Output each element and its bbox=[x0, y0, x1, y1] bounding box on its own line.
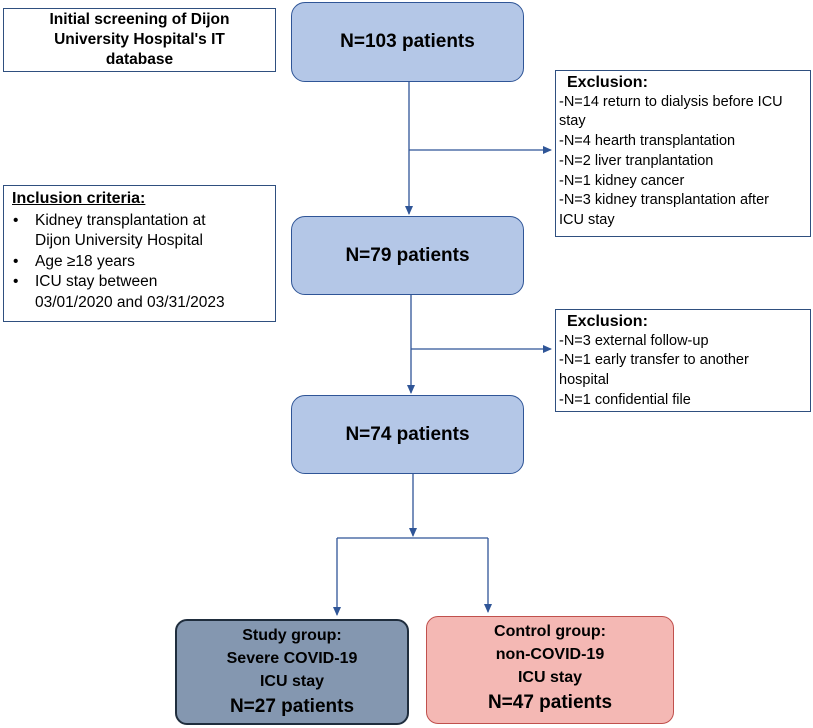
inclusion-item: Age ≥18 years bbox=[12, 252, 269, 273]
exclusion-1-line: stay bbox=[559, 113, 586, 130]
exclusion-1-line: -N=14 return to dialysis before ICU bbox=[559, 93, 783, 110]
node-103-label: N=103 patients bbox=[340, 31, 475, 52]
inclusion-header: Inclusion criteria: bbox=[12, 190, 146, 207]
exclusion-2-line: -N=1 early transfer to another bbox=[559, 352, 749, 369]
exclusion-box-2: Exclusion: -N=3 external follow-up -N=1 … bbox=[555, 309, 811, 412]
inclusion-item-line: Dijon University Hospital bbox=[35, 232, 203, 249]
control-group-line: Control group: bbox=[494, 623, 606, 640]
node-74-label: N=74 patients bbox=[345, 423, 470, 445]
exclusion-1-line: -N=3 kidney transplantation after bbox=[559, 192, 769, 209]
exclusion-1-line: ICU stay bbox=[559, 211, 615, 228]
exclusion-1-line: -N=4 hearth transplantation bbox=[559, 133, 736, 150]
exclusion-2-line: -N=3 external follow-up bbox=[559, 332, 709, 349]
exclusion-2-header: Exclusion: bbox=[567, 313, 648, 330]
inclusion-item: Kidney transplantation at Dijon Universi… bbox=[12, 211, 269, 252]
node-74-patients: N=74 patients bbox=[291, 395, 524, 474]
inclusion-item-line: 03/01/2020 and 03/31/2023 bbox=[35, 293, 225, 311]
exclusion-box-1: Exclusion: -N=14 return to dialysis befo… bbox=[555, 70, 811, 237]
exclusion-1-header: Exclusion: bbox=[567, 74, 648, 91]
initial-screening-box: Initial screening of Dijon University Ho… bbox=[3, 8, 276, 72]
study-group-count: N=27 patients bbox=[229, 696, 355, 717]
control-group-line: ICU stay bbox=[517, 669, 583, 686]
screening-line: University Hospital's IT bbox=[54, 31, 225, 48]
node-103-patients: N=103 patients bbox=[291, 2, 524, 82]
inclusion-item-line: ICU stay between bbox=[35, 273, 158, 290]
inclusion-item-line: Kidney transplantation at bbox=[35, 211, 206, 229]
control-group-line: non-COVID-19 bbox=[495, 646, 605, 663]
exclusion-2-line: hospital bbox=[559, 372, 609, 389]
screening-line: Initial screening of Dijon bbox=[49, 11, 230, 28]
node-79-label: N=79 patients bbox=[345, 244, 470, 266]
study-group-line: ICU stay bbox=[259, 673, 325, 690]
screening-line: database bbox=[105, 51, 174, 68]
study-group-line: Severe COVID-19 bbox=[226, 650, 358, 667]
exclusion-2-line: -N=1 confidential file bbox=[559, 391, 691, 408]
control-group-count: N=47 patients bbox=[487, 692, 613, 713]
exclusion-1-line: -N=2 liver tranplantation bbox=[559, 152, 714, 169]
inclusion-criteria-box: Inclusion criteria: Kidney transplantati… bbox=[3, 185, 276, 322]
control-group-box: Control group: non-COVID-19 ICU stay N=4… bbox=[426, 616, 674, 724]
node-79-patients: N=79 patients bbox=[291, 216, 524, 295]
inclusion-item: ICU stay between 03/01/2020 and 03/31/20… bbox=[12, 272, 269, 313]
study-group-box: Study group: Severe COVID-19 ICU stay N=… bbox=[175, 619, 409, 725]
inclusion-item-line: Age ≥18 years bbox=[35, 252, 135, 270]
study-group-line: Study group: bbox=[242, 627, 342, 644]
exclusion-1-line: -N=1 kidney cancer bbox=[559, 172, 685, 189]
inclusion-list: Kidney transplantation at Dijon Universi… bbox=[12, 211, 269, 314]
